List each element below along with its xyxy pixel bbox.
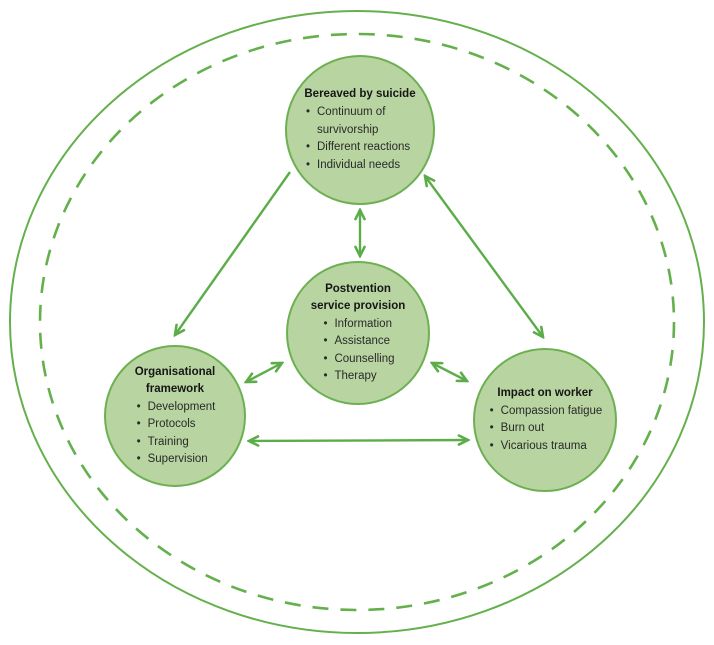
node-title: Organisational framework [134, 365, 216, 395]
arrow-bereaved-organisational [175, 171, 291, 335]
bullet-list: Compassion fatigue Burn out Vicarious tr… [488, 403, 603, 456]
bullet-item: Protocols [135, 416, 216, 434]
outer-boundary-ellipse [9, 10, 705, 634]
bullet-item: Development [135, 399, 216, 417]
node-organisational-framework: Organisational framework Development Pro… [104, 345, 246, 487]
bullet-item: Individual needs [304, 157, 416, 175]
bullet-item: Different reactions [304, 139, 416, 157]
bullet-item: Compassion fatigue [488, 403, 603, 421]
bullet-list: Information Assistance Counselling Thera… [321, 316, 394, 386]
bullet-item: Supervision [135, 451, 216, 469]
arrow-postvention-organisational [246, 363, 282, 382]
bullet-item: Assistance [321, 333, 394, 351]
bullet-item: Vicarious trauma [488, 438, 603, 456]
bullet-item: Therapy [321, 368, 394, 386]
node-impact-on-worker: Impact on worker Compassion fatigue Burn… [473, 348, 617, 492]
bullet-list: Development Protocols Training Supervisi… [135, 399, 216, 469]
node-postvention-service-provision: Postvention service provision Informatio… [286, 261, 430, 405]
node-title: Impact on worker [497, 386, 593, 399]
bullet-item: Training [135, 434, 216, 452]
node-title: Bereaved by suicide [304, 88, 416, 100]
arrow-postvention-impact [432, 363, 467, 381]
bullet-list: Continuum of survivorship Different reac… [304, 104, 416, 174]
bullet-item: Continuum of survivorship [304, 104, 416, 139]
arrow-organisational-impact [249, 440, 468, 441]
bullet-item: Information [321, 316, 394, 334]
bullet-item: Counselling [321, 351, 394, 369]
node-title: Postvention service provision [310, 282, 406, 312]
bullet-item: Burn out [488, 420, 603, 438]
arrow-bereaved-impact [425, 176, 543, 337]
node-bereaved-by-suicide: Bereaved by suicide Continuum of survivo… [285, 55, 435, 205]
dashed-boundary-ellipse [38, 32, 676, 612]
